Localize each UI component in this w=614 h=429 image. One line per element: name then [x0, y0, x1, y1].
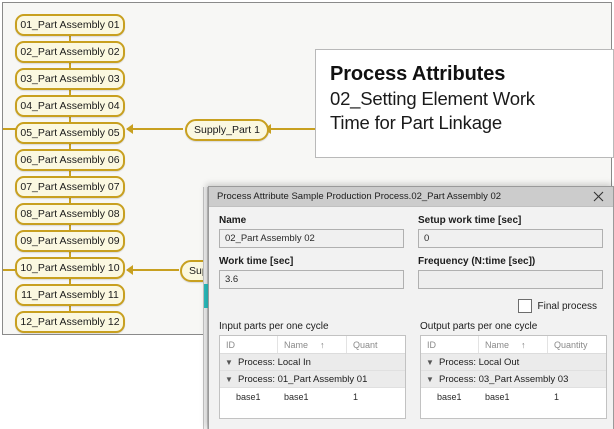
- connector-supply2-left-stub: [3, 269, 17, 271]
- input-column-name[interactable]: Name ↑: [278, 336, 347, 353]
- node-label: 03_Part Assembly 03: [20, 73, 120, 85]
- group-label: Process: 01_Part Assembly 01: [238, 373, 368, 385]
- node-label: 12_Part Assembly 12: [20, 316, 120, 328]
- final-process-row[interactable]: Final process: [219, 299, 603, 313]
- output-group-row-local-out[interactable]: ▼ Process: Local Out: [421, 354, 606, 371]
- work-time-field-group: Work time [sec] 3.6: [219, 256, 404, 289]
- dialog-body: Name 02_Part Assembly 02 Setup work time…: [209, 207, 613, 429]
- node-part-assembly-09[interactable]: 09_Part Assembly 09: [15, 230, 125, 252]
- cell-quantity: 1: [554, 391, 560, 402]
- name-field-group: Name 02_Part Assembly 02: [219, 215, 404, 248]
- scrollbar-thumb[interactable]: [204, 284, 209, 308]
- output-parts-title: Output parts per one cycle: [420, 321, 538, 332]
- input-parts-title: Input parts per one cycle: [219, 321, 329, 332]
- node-label: 11_Part Assembly 11: [21, 289, 119, 301]
- frequency-input[interactable]: [418, 270, 603, 289]
- node-label: 01_Part Assembly 01: [20, 19, 120, 31]
- parts-sections: Input parts per one cycle ID Name ↑ Quan…: [219, 321, 607, 419]
- output-column-id[interactable]: ID: [421, 336, 479, 353]
- node-part-assembly-11[interactable]: 11_Part Assembly 11: [15, 284, 125, 306]
- work-time-label: Work time [sec]: [219, 256, 294, 267]
- node-supply-part-1[interactable]: Supply_Part 1: [185, 119, 269, 141]
- node-part-assembly-05[interactable]: 05_Part Assembly 05: [15, 122, 125, 144]
- final-process-checkbox[interactable]: [517, 299, 532, 313]
- input-column-id[interactable]: ID: [220, 336, 278, 353]
- dialog-title: Process Attribute Sample Production Proc…: [217, 191, 502, 202]
- sort-ascending-icon: ↑: [320, 339, 325, 350]
- node-part-assembly-12[interactable]: 12_Part Assembly 12: [15, 311, 125, 333]
- chevron-down-icon[interactable]: ▼: [225, 374, 233, 384]
- node-part-assembly-02[interactable]: 02_Part Assembly 02: [15, 41, 125, 63]
- cell-quantity: 1: [353, 391, 359, 402]
- callout-title: Process Attributes: [330, 63, 506, 85]
- cell-name: base1: [485, 391, 510, 402]
- node-label: Supply_Part 1: [194, 124, 260, 136]
- node-label: 06_Part Assembly 06: [20, 154, 120, 166]
- node-label: 08_Part Assembly 08: [20, 208, 120, 220]
- cell-name: base1: [284, 391, 309, 402]
- node-part-assembly-03[interactable]: 03_Part Assembly 03: [15, 68, 125, 90]
- connector-supply1-to-05: [126, 124, 183, 134]
- group-label: Process: 03_Part Assembly 03: [439, 373, 569, 385]
- process-attribute-dialog[interactable]: Process Attribute Sample Production Proc…: [208, 186, 614, 429]
- frequency-label: Frequency (N:time [sec]): [418, 256, 536, 267]
- node-part-assembly-07[interactable]: 07_Part Assembly 07: [15, 176, 125, 198]
- group-label: Process: Local Out: [439, 356, 520, 368]
- setup-work-time-field-group: Setup work time [sec] 0: [418, 215, 603, 248]
- close-icon[interactable]: [583, 187, 613, 207]
- table-row[interactable]: base1 base1 1: [421, 388, 606, 405]
- output-column-name-label: Name: [485, 339, 510, 350]
- node-label: 05_Part Assembly 05: [20, 127, 120, 139]
- vertical-scrollbar[interactable]: [203, 187, 209, 429]
- input-group-row-local-in[interactable]: ▼ Process: Local In: [220, 354, 405, 371]
- sort-ascending-icon: ↑: [521, 339, 526, 350]
- connector-supply2-to-10: [126, 265, 179, 275]
- node-label: 02_Part Assembly 02: [20, 46, 120, 58]
- callout-subtitle-line-1: 02_Setting Element Work: [330, 88, 535, 109]
- output-parts-grid[interactable]: ID Name ↑ Quantity ▼ Process: Local Out …: [420, 335, 607, 419]
- input-group-row-assembly-01[interactable]: ▼ Process: 01_Part Assembly 01: [220, 371, 405, 388]
- cell-id: base1: [437, 391, 462, 402]
- form-row-2: Work time [sec] 3.6 Frequency (N:time [s…: [219, 256, 603, 289]
- final-process-label: Final process: [537, 300, 597, 312]
- node-label: 04_Part Assembly 04: [20, 100, 120, 112]
- input-column-name-label: Name: [284, 339, 309, 350]
- node-label: 07_Part Assembly 07: [20, 181, 120, 193]
- chevron-down-icon[interactable]: ▼: [426, 357, 434, 367]
- node-part-assembly-10[interactable]: 10_Part Assembly 10: [15, 257, 125, 279]
- node-part-assembly-06[interactable]: 06_Part Assembly 06: [15, 149, 125, 171]
- work-time-input[interactable]: 3.6: [219, 270, 404, 289]
- group-label: Process: Local In: [238, 356, 311, 368]
- chevron-down-icon[interactable]: ▼: [225, 357, 233, 367]
- node-part-assembly-01[interactable]: 01_Part Assembly 01: [15, 14, 125, 36]
- cell-id: base1: [236, 391, 261, 402]
- table-row[interactable]: base1 base1 1: [220, 388, 405, 405]
- node-label: 09_Part Assembly 09: [20, 235, 120, 247]
- output-grid-header: ID Name ↑ Quantity: [421, 336, 606, 354]
- name-input[interactable]: 02_Part Assembly 02: [219, 229, 404, 248]
- input-grid-header: ID Name ↑ Quant: [220, 336, 405, 354]
- name-label: Name: [219, 215, 247, 226]
- output-column-quantity[interactable]: Quantity: [554, 339, 588, 350]
- node-part-assembly-08[interactable]: 08_Part Assembly 08: [15, 203, 125, 225]
- callout-subtitle-line-2: Time for Part Linkage: [330, 112, 502, 134]
- form-row-1: Name 02_Part Assembly 02 Setup work time…: [219, 215, 603, 248]
- dialog-titlebar[interactable]: Process Attribute Sample Production Proc…: [209, 187, 613, 207]
- output-group-row-assembly-03[interactable]: ▼ Process: 03_Part Assembly 03: [421, 371, 606, 388]
- callout-panel: Process Attributes 02_Setting Element Wo…: [315, 49, 614, 158]
- input-parts-section: Input parts per one cycle ID Name ↑ Quan…: [219, 321, 406, 419]
- node-part-assembly-04[interactable]: 04_Part Assembly 04: [15, 95, 125, 117]
- connector-supply1-left-stub: [3, 128, 17, 130]
- output-parts-section: Output parts per one cycle ID Name ↑ Qua…: [420, 321, 607, 419]
- node-label: 10_Part Assembly 10: [20, 262, 120, 274]
- chevron-down-icon[interactable]: ▼: [426, 374, 434, 384]
- frequency-field-group: Frequency (N:time [sec]): [418, 256, 603, 289]
- input-column-quantity[interactable]: Quant: [353, 339, 378, 350]
- setup-work-time-label: Setup work time [sec]: [418, 215, 522, 226]
- setup-work-time-input[interactable]: 0: [418, 229, 603, 248]
- output-column-name[interactable]: Name ↑: [479, 336, 548, 353]
- input-parts-grid[interactable]: ID Name ↑ Quant ▼ Process: Local In ▼ Pr…: [219, 335, 406, 419]
